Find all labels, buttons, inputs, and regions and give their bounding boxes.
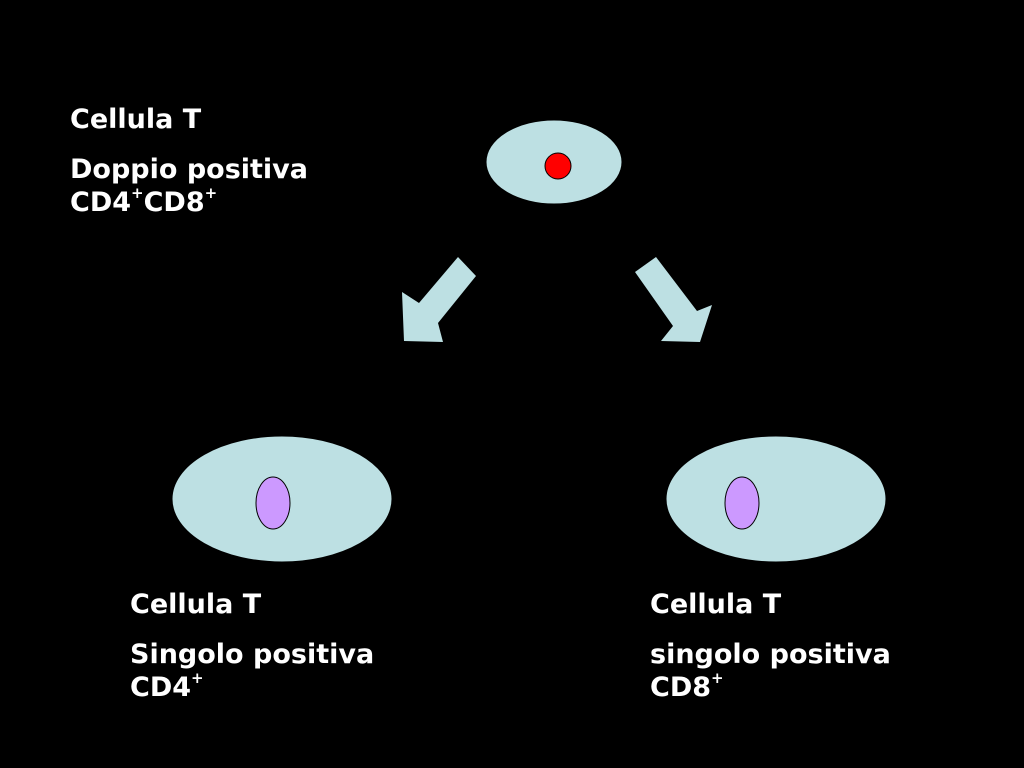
cd8-cell-label: Cellula T singolo positiva CD8+: [650, 589, 891, 704]
cd8-marker-text: CD8: [650, 671, 712, 703]
cd4-cell-subtitle: Singolo positiva: [130, 639, 375, 671]
cd4-marker-text: CD4: [130, 671, 192, 703]
double-positive-label: Cellula T Doppio positiva CD4+CD8+: [70, 104, 308, 219]
marker-cd4: CD4: [70, 186, 132, 218]
cd4-cell-label: Cellula T Singolo positiva CD4+: [130, 589, 374, 704]
marker-cd8: CD8: [143, 186, 205, 218]
arrow-to-cd8-cell: [635, 257, 712, 342]
cd4-cell-marker: CD4+: [130, 668, 374, 704]
double-positive-cell-nucleus: [544, 152, 572, 180]
cd4-marker-sup: +: [191, 668, 204, 687]
cd4-cell-nucleus: [255, 476, 291, 530]
double-positive-title: Cellula T: [70, 104, 202, 135]
marker-cd4-sup: +: [131, 183, 144, 202]
cd8-cell-marker: CD8+: [650, 668, 891, 704]
cd8-cell-body: [665, 435, 887, 563]
cd8-cell-nucleus: [724, 476, 760, 530]
double-positive-subtitle: Doppio positiva: [70, 154, 309, 186]
double-positive-markers: CD4+CD8+: [70, 183, 308, 219]
cd4-cell-title: Cellula T: [130, 589, 262, 620]
cd8-cell-subtitle: singolo positiva: [650, 639, 891, 671]
cd8-marker-sup: +: [711, 668, 724, 687]
arrow-to-cd4-cell: [402, 257, 476, 342]
marker-cd8-sup: +: [204, 183, 218, 202]
cd8-cell-title: Cellula T: [650, 589, 782, 620]
